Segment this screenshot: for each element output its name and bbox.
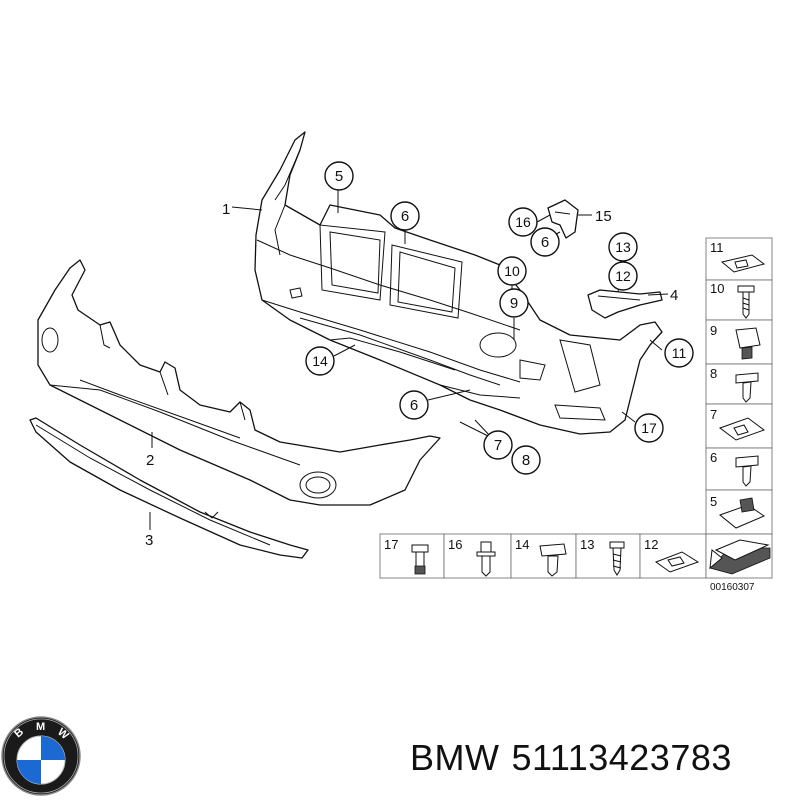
- callout-12: 12: [608, 261, 638, 291]
- legend-num-13: 13: [580, 537, 594, 552]
- bumper-lower-panel: [37, 259, 441, 506]
- callout-2: 2: [146, 452, 154, 469]
- callout-4: 4: [670, 287, 678, 304]
- svg-text:12: 12: [615, 268, 631, 284]
- bracket-15: [547, 199, 579, 239]
- callout-10: 10: [497, 256, 527, 286]
- callout-5: 5: [324, 161, 354, 191]
- hex-screw-icon: [735, 455, 759, 487]
- callout-15: 15: [595, 208, 612, 225]
- bumper-strip: [299, 317, 501, 386]
- svg-text:6: 6: [541, 234, 549, 251]
- callout-17: 17: [634, 413, 664, 443]
- screw-icon: [737, 285, 755, 319]
- legend-num-17: 17: [384, 537, 398, 552]
- clip-icon-12: [654, 551, 700, 573]
- diagram-number: 00160307: [710, 582, 755, 593]
- callout-6-bracket: 6: [530, 227, 560, 257]
- svg-text:17: 17: [641, 420, 657, 436]
- brand-name: BMW: [410, 737, 500, 778]
- rivet-icon: [411, 544, 429, 575]
- svg-text:7: 7: [494, 437, 502, 454]
- bracket-4: [587, 289, 663, 319]
- square-nut-icon: [735, 327, 761, 360]
- hardware-legend-bottom: 17 16 14 13 12: [379, 533, 773, 579]
- bumper-cover-front: [254, 131, 663, 435]
- callout-16: 16: [508, 207, 538, 237]
- legend-num-14: 14: [515, 537, 529, 552]
- bmw-logo: B M W: [1, 716, 81, 796]
- callout-8: 8: [511, 445, 541, 475]
- callout-13: 13: [608, 232, 638, 262]
- hardware-legend-right: 11 10 9 8 7 6 5: [705, 237, 773, 535]
- nut-clip-icon: [718, 497, 766, 529]
- bumper-spoiler-strip: [29, 417, 309, 559]
- svg-text:8: 8: [522, 452, 530, 469]
- legend-num-8: 8: [710, 366, 717, 381]
- svg-text:11: 11: [672, 345, 687, 361]
- part-number: 51113423783: [511, 737, 732, 778]
- legend-num-5: 5: [710, 494, 717, 509]
- diagram-arrow-icon: [709, 539, 771, 575]
- flange-bolt-icon: [539, 543, 567, 577]
- spring-clip-icon: [718, 417, 766, 441]
- legend-num-11: 11: [710, 240, 724, 255]
- svg-text:M: M: [36, 721, 45, 733]
- svg-text:13: 13: [615, 239, 631, 255]
- legend-num-6: 6: [710, 450, 717, 465]
- self-tapping-screw-icon: [609, 541, 625, 576]
- callout-3: 3: [145, 532, 153, 549]
- callout-14: 14: [305, 346, 335, 376]
- callout-9: 9: [499, 288, 529, 318]
- callout-1: 1: [222, 201, 230, 218]
- callout-6-lower: 6: [399, 390, 429, 420]
- svg-text:6: 6: [401, 208, 409, 225]
- svg-text:6: 6: [410, 397, 418, 414]
- svg-text:14: 14: [312, 353, 328, 369]
- legend-num-12: 12: [644, 537, 658, 552]
- svg-text:5: 5: [335, 168, 343, 185]
- legend-num-9: 9: [710, 323, 717, 338]
- flange-screw-icon: [735, 372, 759, 403]
- callout-6-top: 6: [390, 201, 420, 231]
- legend-num-10: 10: [710, 281, 724, 296]
- legend-num-16: 16: [448, 537, 462, 552]
- push-pin-icon: [476, 541, 496, 577]
- callout-7: 7: [483, 430, 513, 460]
- footer-part-label: BMW 51113423783: [410, 737, 744, 779]
- legend-num-7: 7: [710, 407, 717, 422]
- clip-nut-icon: [720, 254, 766, 273]
- svg-text:10: 10: [504, 263, 520, 279]
- svg-text:16: 16: [515, 214, 531, 230]
- callout-11: 11: [664, 338, 694, 368]
- svg-text:9: 9: [510, 295, 518, 312]
